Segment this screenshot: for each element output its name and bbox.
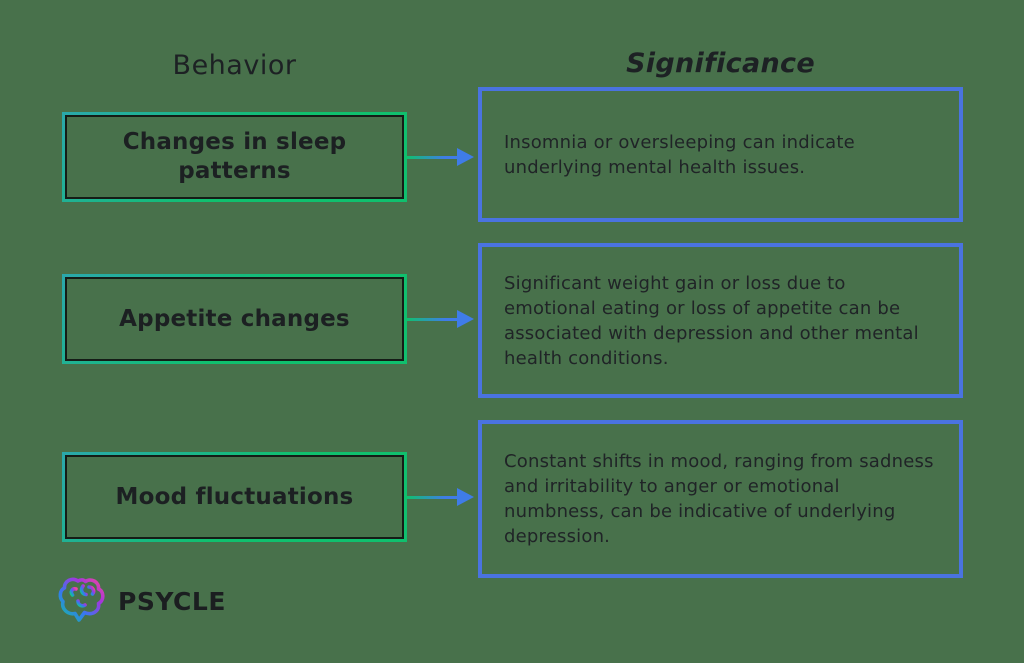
behavior-box-sleep-patterns: Changes in sleep patterns (62, 112, 407, 202)
behavior-label-appetite: Appetite changes (119, 305, 350, 332)
behavior-label-mood: Mood fluctuations (115, 483, 354, 510)
behavior-box-inner: Changes in sleep patterns (65, 115, 404, 199)
significance-text-mood: Constant shifts in mood, ranging from sa… (504, 451, 934, 547)
arrow-line (407, 317, 458, 321)
brain-gradient-icon (58, 577, 105, 622)
behavior-box-appetite: Appetite changes (62, 274, 407, 364)
significance-box-mood: Constant shifts in mood, ranging from sa… (478, 420, 963, 578)
behavior-box-inner: Mood fluctuations (65, 455, 404, 539)
significance-box-appetite: Significant weight gain or loss due to e… (478, 243, 963, 398)
arrow-head (457, 488, 474, 506)
significance-box-sleep-patterns: Insomnia or oversleeping can indicate un… (478, 87, 963, 222)
psycle-logo: PSYCLE (56, 574, 226, 628)
column-header-significance: Significance (626, 48, 815, 79)
arrow-head (457, 148, 474, 166)
column-header-behavior: Behavior (172, 50, 297, 81)
arrow-icon-row1 (407, 148, 476, 166)
arrow-line (407, 495, 458, 499)
significance-text-appetite: Significant weight gain or loss due to e… (504, 272, 919, 369)
significance-text-sleep-patterns: Insomnia or oversleeping can indicate un… (504, 131, 855, 178)
behavior-box-mood: Mood fluctuations (62, 452, 407, 542)
arrow-icon-row3 (407, 488, 476, 506)
arrow-line (407, 155, 458, 159)
behavior-label-sleep-patterns: Changes in sleep patterns (122, 129, 347, 184)
behavior-box-inner: Appetite changes (65, 277, 404, 361)
arrow-head (457, 310, 474, 328)
arrow-icon-row2 (407, 310, 476, 328)
logo-text: PSYCLE (118, 586, 226, 616)
